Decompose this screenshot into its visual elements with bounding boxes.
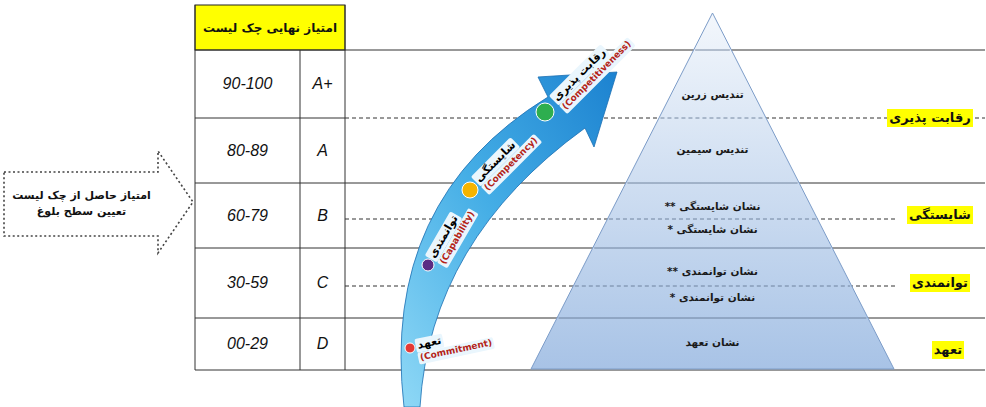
tier-label: نشان توانمندی *: [670, 291, 755, 305]
pyramid-tier-line: [575, 286, 850, 287]
capability-dot: [422, 259, 434, 271]
score-range: 90-100: [223, 75, 273, 93]
header-cell: [195, 5, 345, 50]
input-label: امتیاز حاصل از چک لیست تعیین سطح بلوغ: [9, 188, 154, 221]
pyramid-tier-line: [660, 118, 764, 119]
arrow-stage-label: شایستگی(Competency): [471, 124, 542, 195]
tier-label: نشان تعهد: [685, 336, 739, 350]
grade-letter: A: [317, 142, 328, 160]
pyramid-tier-line: [594, 248, 831, 249]
tier-label: تندیس زرین: [681, 88, 743, 102]
pyramid-tier-line: [609, 219, 816, 220]
score-range: 60-79: [227, 207, 268, 225]
level-name: شایستگی: [907, 206, 973, 224]
level-name: توانمندی: [910, 274, 970, 292]
tier-label: نشان شایستگی **: [665, 200, 761, 214]
competency-dot: [462, 182, 478, 198]
pyramid-tier-line: [559, 318, 867, 319]
tier-label: تندیس سیمین: [676, 143, 748, 157]
pyramid-tier-line: [627, 183, 797, 184]
arrow-outline-path: [4, 151, 193, 253]
grade-letter: C: [317, 274, 329, 292]
grade-letter: A+: [312, 75, 332, 93]
tier-label: نشان شایستگی *: [667, 223, 757, 237]
level-name: رقابت پذیری: [887, 109, 972, 127]
pyramid-outline: [531, 13, 894, 369]
score-range: 00-29: [227, 335, 268, 353]
competitiveness-dot: [536, 103, 554, 121]
level-name: تعهد: [932, 341, 964, 359]
input-arrow: امتیاز حاصل از چک لیست تعیین سطح بلوغ: [3, 150, 195, 255]
pyramid-tier-line: [695, 50, 730, 51]
arrow-stage-label: تعهد(Commitment): [414, 323, 495, 365]
commitment-dot: [405, 343, 415, 353]
arrow-stage-label: رقابت پذیری(Competitiveness): [549, 27, 636, 114]
score-range: 80-89: [227, 142, 268, 160]
tier-label: نشان توانمندی **: [667, 265, 758, 279]
table-lines: [195, 5, 985, 370]
score-range: 30-59: [227, 274, 268, 292]
table-header: امتیاز نهایی چک لیست: [203, 21, 337, 35]
arrow-stage-label: توانمندی(Capability): [425, 201, 479, 269]
grade-letter: B: [317, 207, 328, 225]
grade-letter: D: [317, 335, 329, 353]
dotted-arrow-outline: [3, 150, 195, 255]
